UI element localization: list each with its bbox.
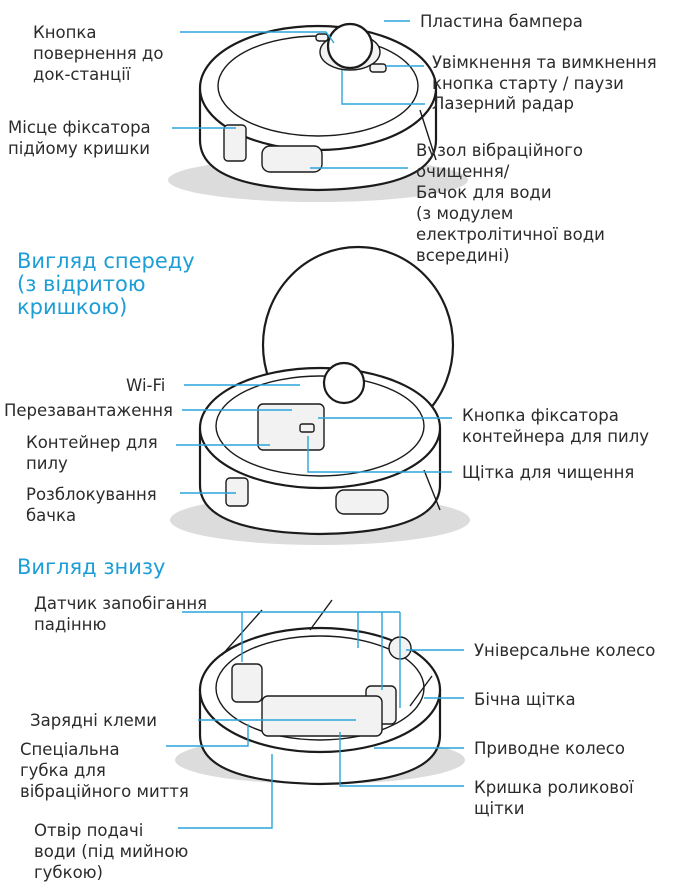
label-universal-wheel: Універсальне колесо bbox=[474, 641, 656, 660]
section-title-bottom-view: Вигляд знизу bbox=[17, 555, 166, 579]
top-view-robot bbox=[168, 22, 468, 202]
label-cleaning-brush: Щітка для чищення bbox=[462, 463, 635, 482]
label-dust-container: Контейнер для пилу bbox=[26, 433, 158, 473]
front-view-robot bbox=[170, 245, 470, 545]
label-charging-contacts: Зарядні клеми bbox=[30, 711, 157, 730]
label-drive-wheel: Приводне колесо bbox=[474, 739, 625, 758]
label-cliff-sensor: Датчик запобігання падінню bbox=[34, 594, 208, 634]
label-vibration-assembly: Вузол вібраційного очищення/ Бачок для в… bbox=[416, 141, 605, 265]
label-wifi: Wi-Fi bbox=[126, 376, 166, 395]
label-tank-release: Розблокування бачка bbox=[26, 485, 157, 525]
label-bumper: Пластина бампера bbox=[420, 12, 583, 31]
label-mop-pad: Спеціальна губка для вібраційного миття bbox=[20, 740, 189, 801]
leader-lines bbox=[166, 20, 464, 829]
label-dock-button: Кнопка повернення до док-станції bbox=[33, 23, 164, 84]
label-reset: Перезавантаження bbox=[4, 401, 173, 420]
bottom-view-robot bbox=[175, 599, 465, 786]
label-dust-latch-button: Кнопка фіксатора контейнера для пилу bbox=[462, 406, 650, 446]
label-power-button: Увімкнення та вимкнення кнопка старту / … bbox=[432, 53, 657, 93]
section-title-front-view: Вигляд спереду (з відритою кришкою) bbox=[17, 249, 195, 319]
label-lid-latch: Місце фіксатора підйому кришки bbox=[8, 118, 151, 158]
label-side-brush: Бічна щітка bbox=[474, 690, 576, 709]
label-laser-radar: Лазерний радар bbox=[432, 94, 574, 113]
label-roller-cover: Кришка роликової щітки bbox=[474, 778, 634, 818]
label-water-outlet: Отвір подачі води (під мийною губкою) bbox=[34, 821, 189, 882]
